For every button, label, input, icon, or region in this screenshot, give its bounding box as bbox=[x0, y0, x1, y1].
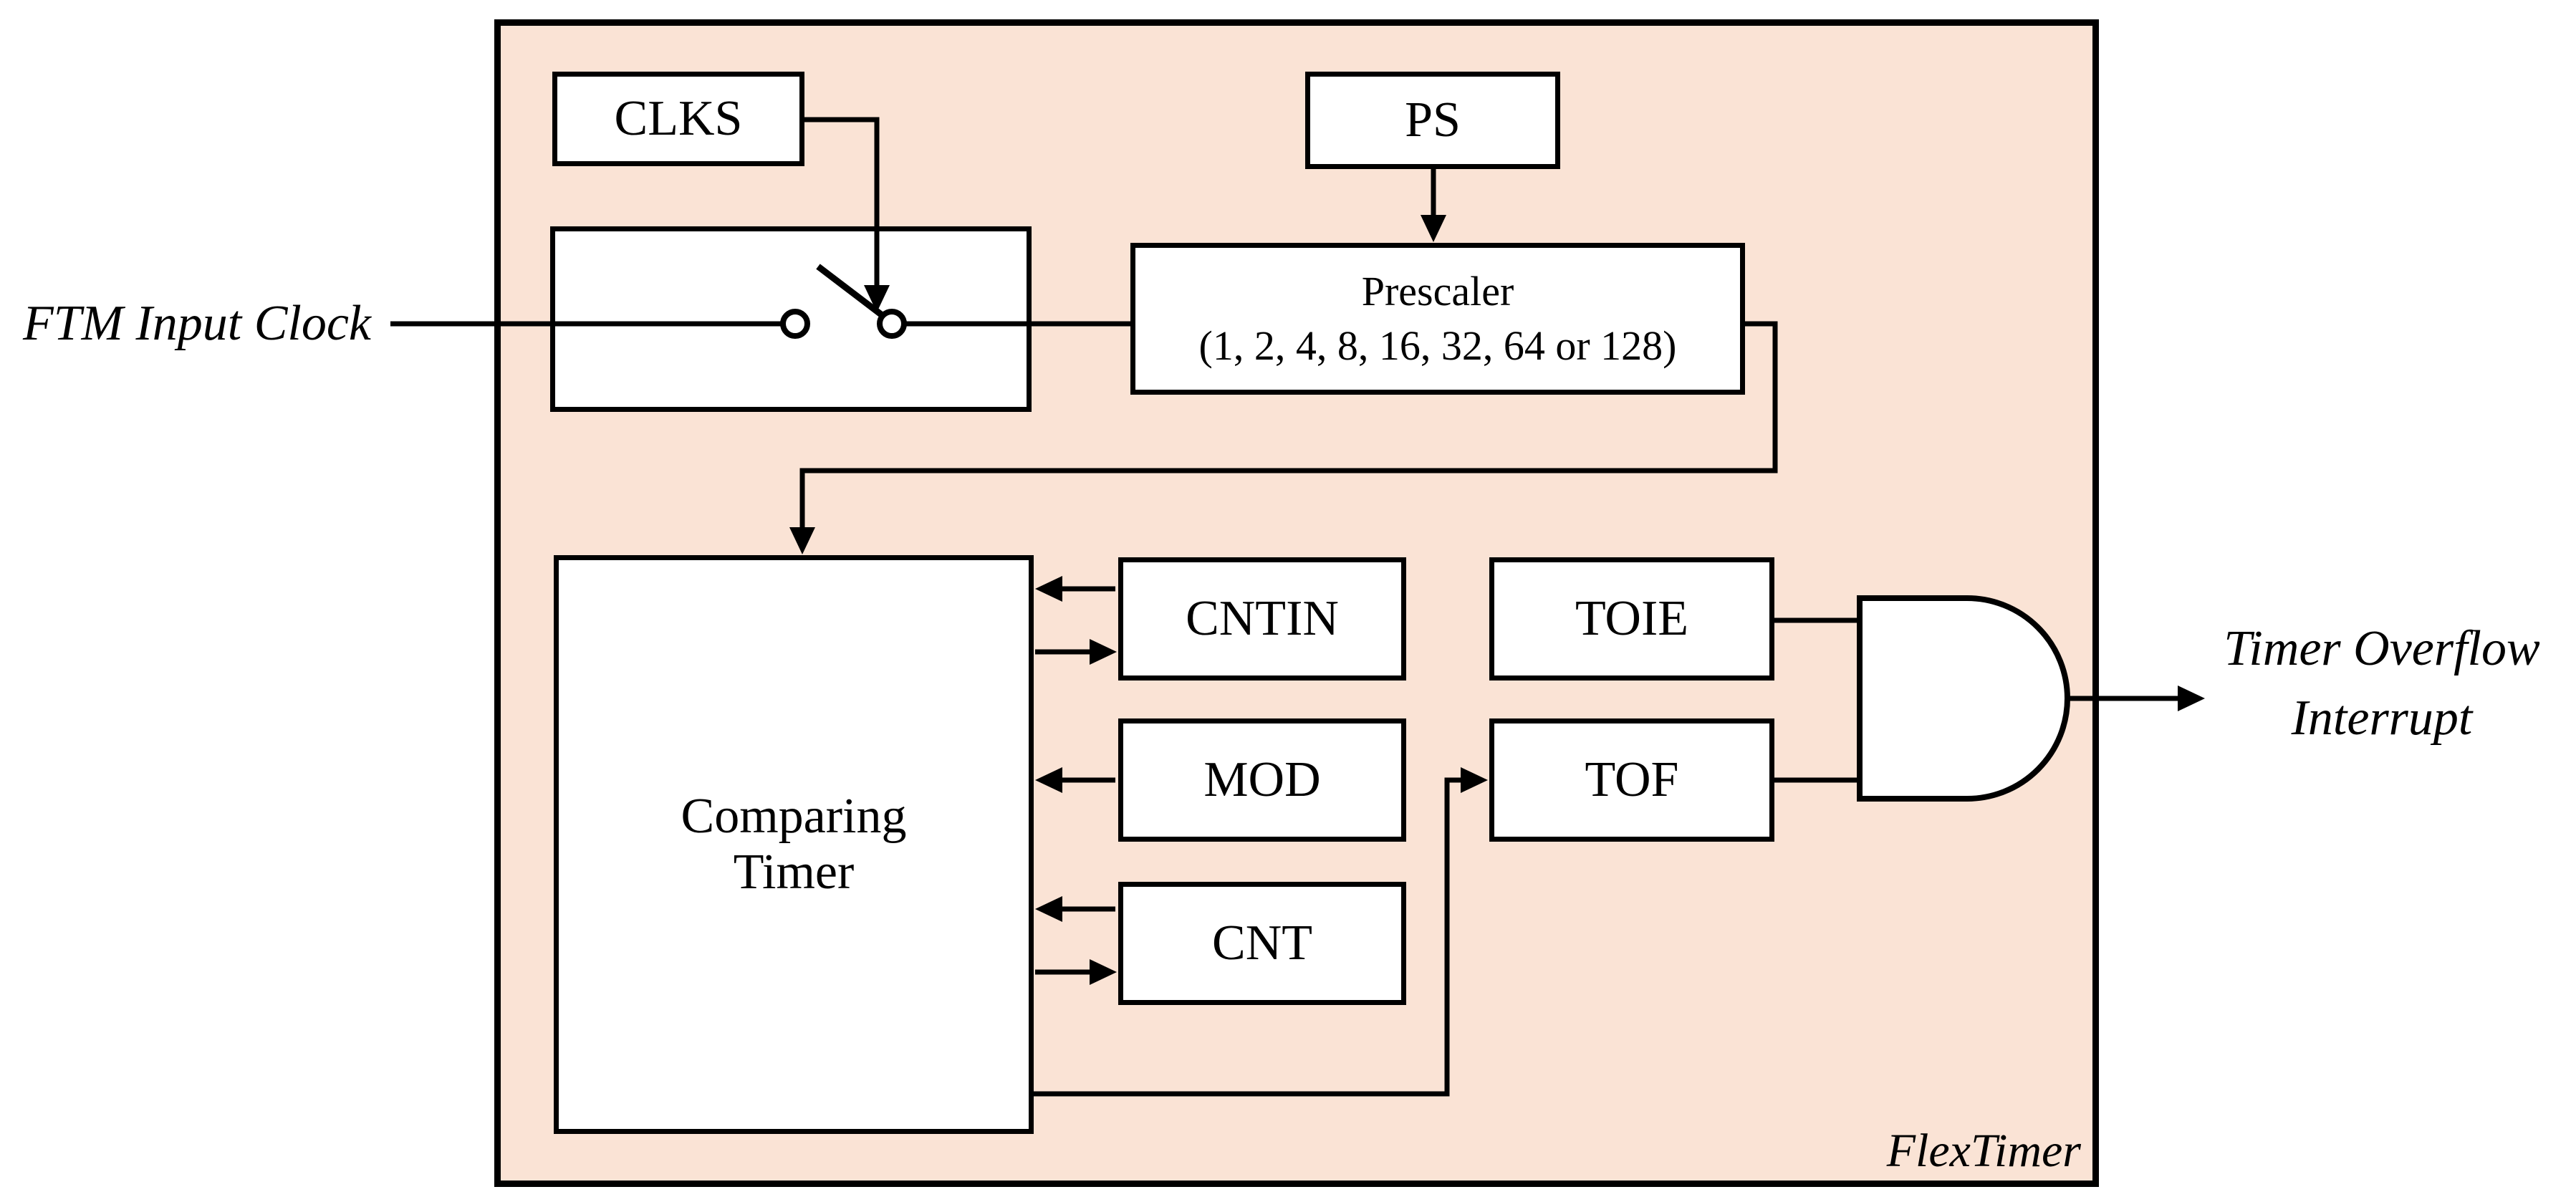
timer-overflow-interrupt-line1: Timer Overflow bbox=[2224, 621, 2540, 676]
toie-label: TOIE bbox=[1575, 590, 1689, 646]
timer-overflow-interrupt-label: Timer Overflow Interrupt bbox=[2196, 614, 2568, 753]
cntin-block: CNTIN bbox=[1118, 557, 1406, 681]
tof-block: TOF bbox=[1489, 718, 1774, 842]
mod-label: MOD bbox=[1203, 751, 1321, 807]
flextimer-title-label: FlexTimer bbox=[1886, 1125, 2081, 1177]
clks-label: CLKS bbox=[614, 90, 743, 146]
comparing-timer-block: Comparing Timer bbox=[554, 555, 1034, 1134]
comparing-timer-label-line1: Comparing bbox=[681, 788, 907, 844]
comparing-timer-label-line2: Timer bbox=[733, 845, 855, 900]
timer-overflow-interrupt-line2: Interrupt bbox=[2291, 691, 2473, 746]
toie-block: TOIE bbox=[1489, 557, 1774, 681]
mod-block: MOD bbox=[1118, 718, 1406, 842]
ps-label: PS bbox=[1405, 92, 1461, 148]
ps-block: PS bbox=[1305, 72, 1560, 169]
tof-label: TOF bbox=[1585, 751, 1679, 807]
cntin-label: CNTIN bbox=[1186, 590, 1339, 646]
cnt-block: CNT bbox=[1118, 882, 1406, 1005]
prescaler-block: Prescaler (1, 2, 4, 8, 16, 32, 64 or 128… bbox=[1130, 243, 1745, 395]
prescaler-label: Prescaler bbox=[1361, 268, 1514, 314]
ftm-input-clock-label: FTM Input Clock bbox=[22, 296, 372, 351]
prescaler-range-label: (1, 2, 4, 8, 16, 32, 64 or 128) bbox=[1198, 322, 1677, 369]
clock-switch-block bbox=[550, 226, 1032, 412]
clks-block: CLKS bbox=[552, 72, 804, 166]
cnt-label: CNT bbox=[1212, 915, 1312, 971]
